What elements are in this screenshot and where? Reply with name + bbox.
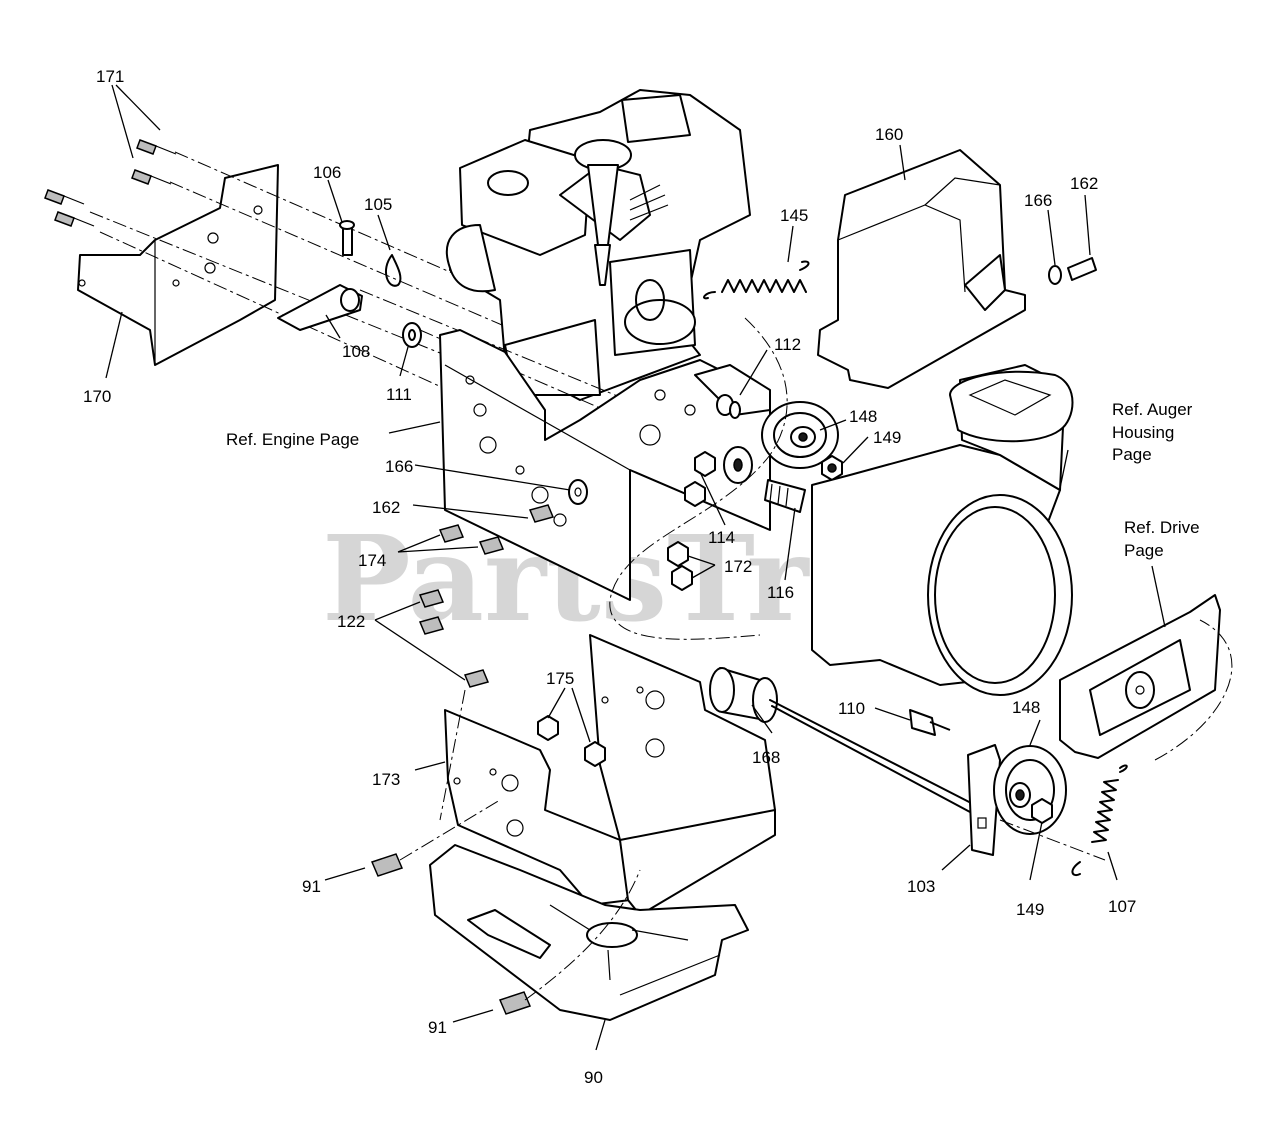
alignment-lines-left xyxy=(89,151,561,401)
frame-plate-center[interactable] xyxy=(439,329,771,601)
bolt-116[interactable] xyxy=(764,479,806,513)
alignment-lines-right xyxy=(999,619,1233,861)
nut-149-upper[interactable] xyxy=(821,455,843,481)
bracket-108[interactable] xyxy=(277,284,363,331)
spring-107[interactable] xyxy=(1071,764,1128,876)
label-149-upper[interactable]: 149 xyxy=(873,428,901,447)
label-ref-engine-page[interactable]: Ref. Engine Page xyxy=(226,430,359,449)
label-ref-auger-1[interactable]: Ref. Auger xyxy=(1112,400,1193,419)
label-175[interactable]: 175 xyxy=(546,669,574,688)
label-108[interactable]: 108 xyxy=(342,342,370,361)
alignment-lines-bottom xyxy=(399,689,641,1001)
label-148-upper[interactable]: 148 xyxy=(849,407,877,426)
bolts-122[interactable] xyxy=(418,589,490,688)
label-172[interactable]: 172 xyxy=(724,557,752,576)
idler-shaft xyxy=(769,699,976,813)
label-91-lower[interactable]: 91 xyxy=(428,1018,447,1037)
label-168[interactable]: 168 xyxy=(752,748,780,767)
bolt-162-middle[interactable] xyxy=(528,504,555,523)
label-166-upper[interactable]: 166 xyxy=(1024,191,1052,210)
label-174[interactable]: 174 xyxy=(358,551,386,570)
label-111[interactable]: 111 xyxy=(386,385,412,404)
label-162-upper[interactable]: 162 xyxy=(1070,174,1098,193)
label-162-middle[interactable]: 162 xyxy=(372,498,400,517)
pin-106[interactable] xyxy=(339,220,355,256)
label-166-middle[interactable]: 166 xyxy=(385,457,413,476)
base-plate-90[interactable] xyxy=(429,844,749,1021)
pulley-148-upper[interactable] xyxy=(761,401,839,469)
label-ref-drive-1[interactable]: Ref. Drive xyxy=(1124,518,1200,537)
pulley-148-lower[interactable] xyxy=(993,745,1067,835)
label-160[interactable]: 160 xyxy=(875,125,903,144)
bolt-91-upper[interactable] xyxy=(370,853,404,877)
label-122[interactable]: 122 xyxy=(337,612,365,631)
part-labels: 171 106 105 108 170 111 160 166 162 145 … xyxy=(83,67,1200,1087)
nuts-172[interactable] xyxy=(667,541,693,591)
spacer-168[interactable] xyxy=(709,667,778,723)
nut-middle[interactable] xyxy=(684,481,706,507)
washer-166-middle[interactable] xyxy=(568,479,588,505)
label-116[interactable]: 116 xyxy=(767,583,794,602)
hairpin-clip-105[interactable] xyxy=(384,254,402,287)
washer-166-upper[interactable] xyxy=(1048,265,1062,285)
label-ref-auger-3[interactable]: Page xyxy=(1112,445,1152,464)
chute-cover-160[interactable] xyxy=(817,149,1026,389)
label-110[interactable]: 110 xyxy=(838,699,865,718)
label-106[interactable]: 106 xyxy=(313,163,341,182)
leader-lines xyxy=(105,84,1166,1051)
spacer-114[interactable] xyxy=(723,446,753,484)
label-170[interactable]: 170 xyxy=(83,387,111,406)
bolt-110[interactable] xyxy=(909,709,951,736)
pan-right-173[interactable] xyxy=(589,634,776,916)
bolt-171-set[interactable] xyxy=(44,139,177,227)
washer-111[interactable] xyxy=(402,322,422,348)
label-91-upper[interactable]: 91 xyxy=(302,877,321,896)
label-ref-auger-2[interactable]: Housing xyxy=(1112,423,1174,442)
nuts-175[interactable] xyxy=(537,715,606,767)
label-90[interactable]: 90 xyxy=(584,1068,603,1087)
auger-housing[interactable] xyxy=(811,364,1074,696)
bolt-162-upper[interactable] xyxy=(1067,257,1097,281)
label-145[interactable]: 145 xyxy=(780,206,808,225)
engine-assembly[interactable] xyxy=(445,89,751,401)
label-107[interactable]: 107 xyxy=(1108,897,1136,916)
mounting-plate-170[interactable] xyxy=(77,164,279,366)
label-114[interactable]: 114 xyxy=(708,528,735,547)
label-112[interactable]: 112 xyxy=(774,335,801,354)
label-ref-drive-2[interactable]: Page xyxy=(1124,541,1164,560)
bracket-112[interactable] xyxy=(694,364,771,419)
label-105[interactable]: 105 xyxy=(364,195,392,214)
label-103[interactable]: 103 xyxy=(907,877,935,896)
label-148-lower[interactable]: 148 xyxy=(1012,698,1040,717)
nut-114[interactable] xyxy=(694,451,716,477)
spring-145[interactable] xyxy=(703,260,810,300)
bolt-91-lower[interactable] xyxy=(498,991,532,1015)
label-173[interactable]: 173 xyxy=(372,770,400,789)
bolts-174[interactable] xyxy=(438,524,505,555)
nut-149-lower[interactable] xyxy=(1031,798,1053,824)
belt-path-dashed xyxy=(609,317,788,640)
label-171[interactable]: 171 xyxy=(96,67,124,86)
label-149-lower[interactable]: 149 xyxy=(1016,900,1044,919)
drive-plate[interactable] xyxy=(1059,594,1221,759)
